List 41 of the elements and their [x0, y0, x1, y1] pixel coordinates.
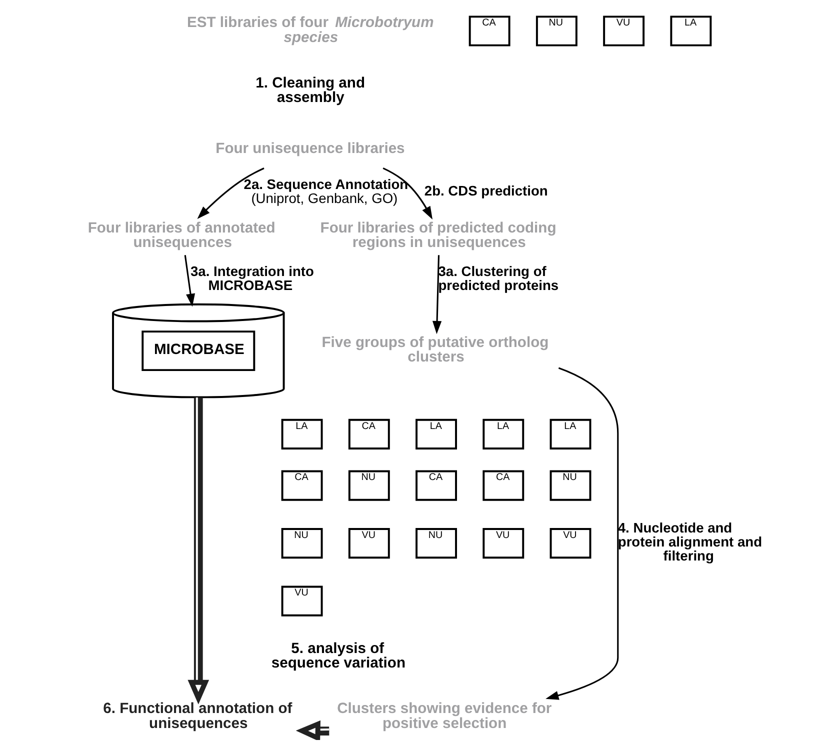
label: 5. analysis of sequence variation: [271, 640, 406, 672]
edge-label: 3a. Integration into MICROBASE: [190, 262, 314, 293]
arrow: [382, 167, 433, 220]
node-box: VU: [348, 528, 390, 559]
node-box: LA: [670, 16, 712, 46]
node-box: CA: [416, 470, 457, 501]
node-text: Clusters showing evidence for positive selection: [337, 701, 552, 732]
node-box: LA: [416, 418, 457, 450]
node-text: Four libraries of predicted coding regions in unisequences: [320, 220, 556, 252]
node-box: CA: [281, 470, 323, 501]
arrow: [432, 255, 442, 334]
node-text: Five groups of putative ortholog clusters: [322, 334, 549, 366]
node-box: LA: [482, 418, 524, 450]
node-box: NU: [536, 16, 578, 46]
node-text: EST libraries of four Microbotryum species: [187, 15, 434, 46]
arrow: [184, 255, 196, 307]
node-text: Four libraries of annotated unisequences: [88, 220, 276, 252]
label: 1. Cleaning and assembly: [256, 75, 366, 106]
arrow: [188, 397, 210, 704]
node-box: CA: [348, 418, 390, 450]
node-box: VU: [482, 528, 524, 559]
node-box: NU: [416, 528, 457, 559]
node-box: VU: [550, 528, 592, 559]
edge-label: 2a. Sequence Annotation (Uniprot, Genbank, GO): [244, 176, 408, 206]
node-box: CA: [468, 16, 510, 46]
node-box: VU: [281, 586, 323, 616]
node-box: NU: [281, 528, 323, 559]
node-text: 6. Functional annotation of unisequences: [103, 701, 292, 732]
node-box: LA: [550, 418, 592, 450]
node-box: NU: [348, 470, 390, 501]
arrow: [296, 720, 330, 740]
node-box: NU: [550, 470, 592, 501]
node-box: VU: [603, 16, 645, 46]
node-box: LA: [281, 418, 323, 450]
arrow: [546, 367, 619, 700]
node-text: Four unisequence libraries: [216, 140, 405, 157]
edge-label: 2b. CDS prediction: [424, 182, 548, 199]
edge-label: 3a. Clustering of predicted proteins: [438, 262, 559, 293]
arrow: [197, 168, 264, 219]
node-box: CA: [482, 470, 524, 501]
edge-label: 4. Nucleotide and protein alignment and filtering: [618, 520, 762, 564]
